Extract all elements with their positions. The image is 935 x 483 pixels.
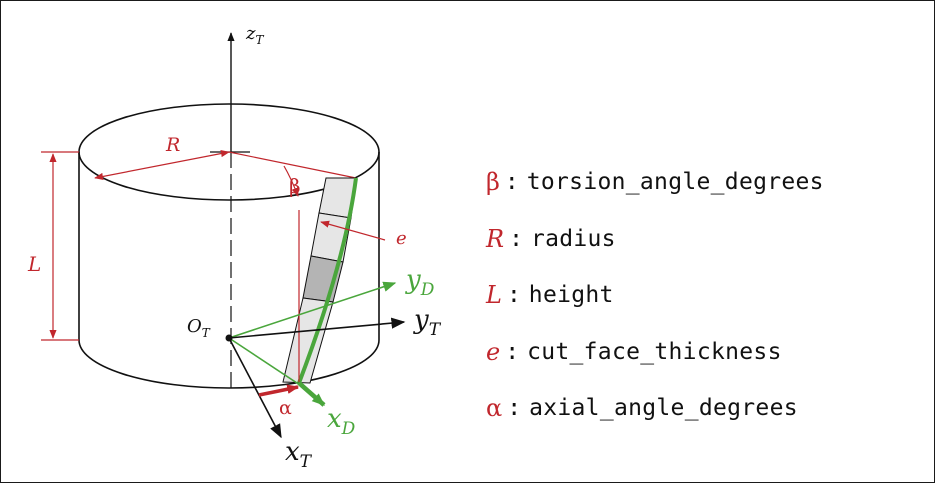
legend-symbol: R bbox=[486, 224, 505, 253]
legend-symbol: β bbox=[486, 168, 500, 197]
x-d-axis bbox=[297, 381, 326, 407]
radius-dimension: R bbox=[94, 134, 230, 180]
legend-description: height bbox=[528, 282, 614, 309]
y-d-axis bbox=[228, 281, 397, 339]
o-t-label: OT bbox=[187, 316, 211, 340]
y-t-label: yT bbox=[413, 305, 442, 340]
x-d-label: xD bbox=[327, 404, 356, 439]
x-d-axis-thin bbox=[228, 337, 304, 388]
legend-row-thickness: e : cut_face_thickness bbox=[486, 324, 926, 381]
legend-row-radius: R : radius bbox=[486, 211, 926, 268]
beta-label: β bbox=[289, 174, 301, 198]
origin-point bbox=[225, 334, 233, 342]
height-dimension: L bbox=[27, 151, 79, 341]
origin-axes: OT yD yT α xD xT bbox=[187, 265, 442, 472]
legend-colon: : bbox=[504, 169, 519, 196]
legend-row-alpha: α : axial_angle_degrees bbox=[486, 380, 926, 437]
legend-colon: : bbox=[509, 225, 523, 252]
legend: β : torsion_angle_degrees R : radius L :… bbox=[486, 154, 926, 437]
axial-angle-arc bbox=[258, 384, 300, 397]
radius-label: R bbox=[165, 134, 180, 156]
torsion-angle-arc bbox=[283, 165, 299, 197]
legend-description: cut_face_thickness bbox=[527, 338, 782, 365]
legend-colon: : bbox=[506, 282, 521, 309]
legend-symbol: α bbox=[486, 394, 503, 423]
radius-dimension-line bbox=[94, 150, 230, 180]
cut-band bbox=[282, 177, 358, 384]
legend-colon: : bbox=[505, 338, 520, 365]
x-t-axis bbox=[228, 337, 282, 439]
alpha-label: α bbox=[279, 397, 292, 419]
torsion-ref-line bbox=[228, 151, 357, 179]
e-label: e bbox=[396, 228, 407, 249]
z-axis-label: zT bbox=[245, 23, 264, 47]
legend-description: radius bbox=[530, 225, 616, 252]
thickness-dimension-line bbox=[320, 220, 386, 241]
x-t-label: xT bbox=[285, 437, 313, 472]
torsion-angle: β bbox=[228, 151, 357, 198]
cut-face-green-edge bbox=[297, 177, 358, 384]
legend-symbol: e bbox=[486, 337, 501, 366]
cylinder-bottom-arc bbox=[78, 339, 380, 389]
thickness-dimension: e bbox=[320, 220, 407, 249]
L-label: L bbox=[27, 252, 41, 276]
legend-row-beta: β : torsion_angle_degrees bbox=[486, 154, 926, 211]
y-d-label: yD bbox=[405, 265, 435, 300]
y-t-axis bbox=[228, 317, 406, 339]
legend-symbol: L bbox=[486, 281, 502, 310]
legend-colon: : bbox=[507, 395, 522, 422]
legend-description: axial_angle_degrees bbox=[529, 395, 798, 422]
legend-description: torsion_angle_degrees bbox=[526, 169, 824, 196]
legend-row-height: L : height bbox=[486, 267, 926, 324]
